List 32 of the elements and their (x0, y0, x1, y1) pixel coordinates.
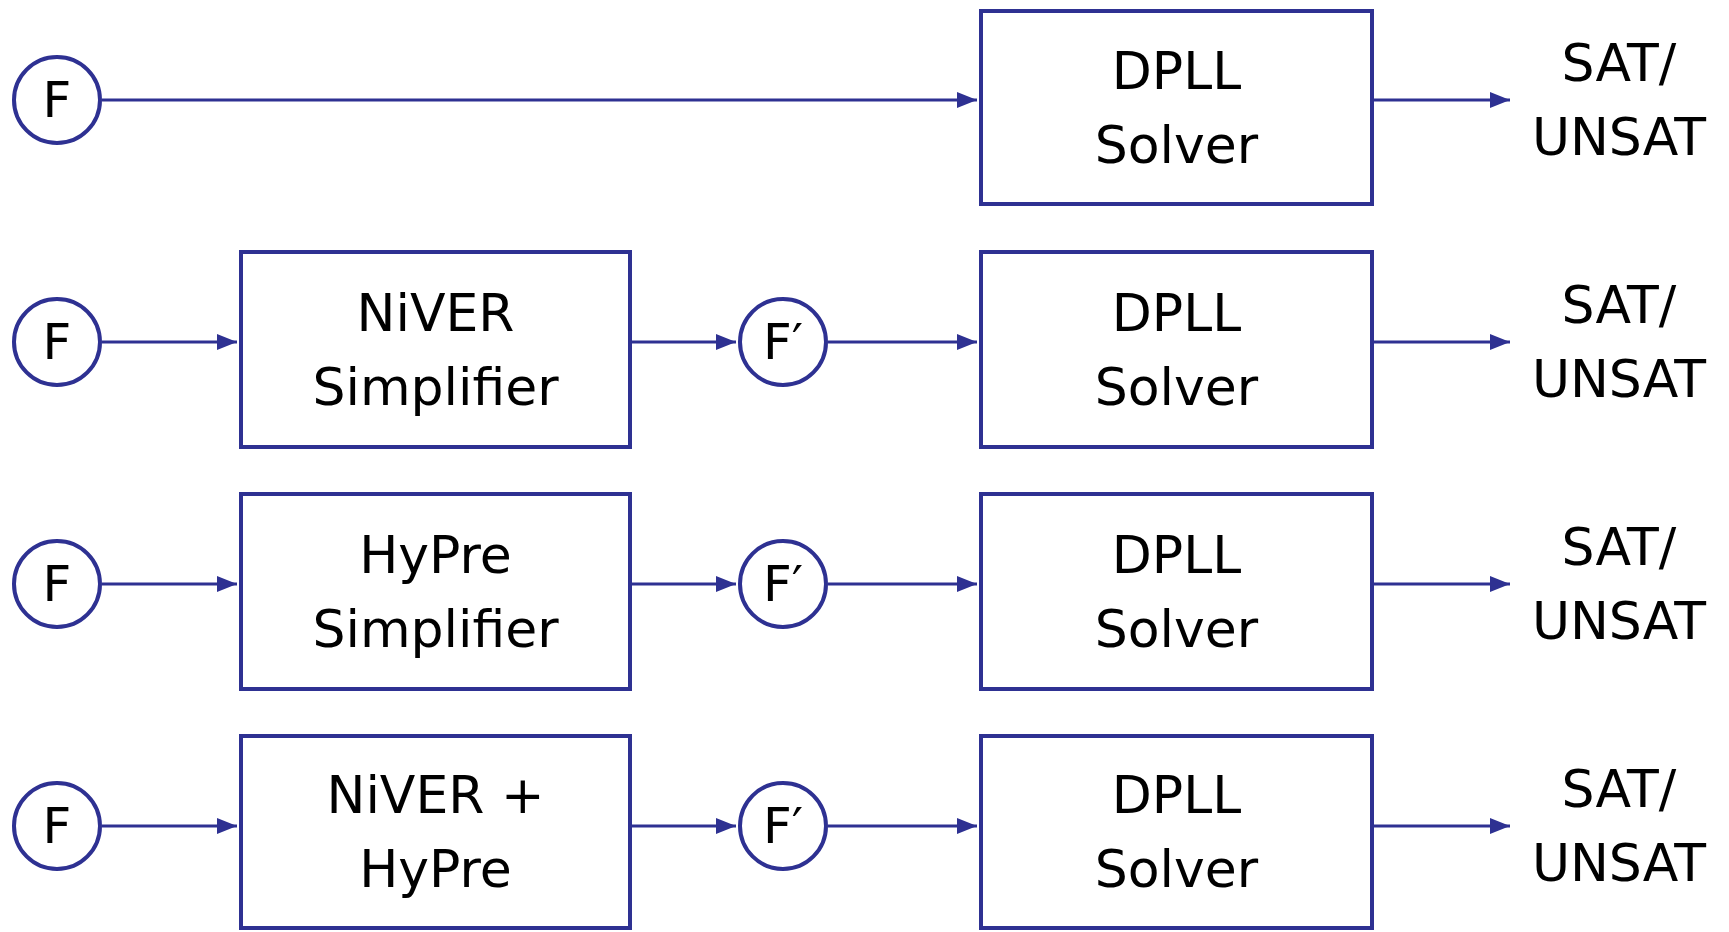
process-box: HyPre Simplifier (239, 492, 632, 691)
process-box: NiVER + HyPre (239, 734, 632, 930)
arrow (1374, 92, 1510, 108)
arrow (632, 334, 736, 350)
formula-circle: F (12, 781, 102, 871)
arrow (1374, 818, 1510, 834)
arrow (632, 818, 736, 834)
result-label: SAT/ UNSAT (1512, 506, 1726, 662)
formula-circle: F (12, 539, 102, 629)
formula-circle: F (12, 55, 102, 145)
formula-circle: F (12, 297, 102, 387)
arrow (828, 818, 977, 834)
process-box: DPLL Solver (979, 250, 1374, 449)
result-label: SAT/ UNSAT (1512, 264, 1726, 420)
arrow (102, 334, 237, 350)
arrow (828, 576, 977, 592)
process-box: NiVER Simplifier (239, 250, 632, 449)
arrow (102, 576, 237, 592)
formula-circle: F′ (738, 539, 828, 629)
formula-circle: F′ (738, 781, 828, 871)
result-label: SAT/ UNSAT (1512, 748, 1726, 904)
arrow (102, 92, 977, 108)
result-label: SAT/ UNSAT (1512, 22, 1726, 178)
process-box: DPLL Solver (979, 734, 1374, 930)
arrow (828, 334, 977, 350)
arrow (632, 576, 736, 592)
process-box: DPLL Solver (979, 9, 1374, 206)
arrow (1374, 576, 1510, 592)
arrow (102, 818, 237, 834)
arrow (1374, 334, 1510, 350)
process-box: DPLL Solver (979, 492, 1374, 691)
formula-circle: F′ (738, 297, 828, 387)
